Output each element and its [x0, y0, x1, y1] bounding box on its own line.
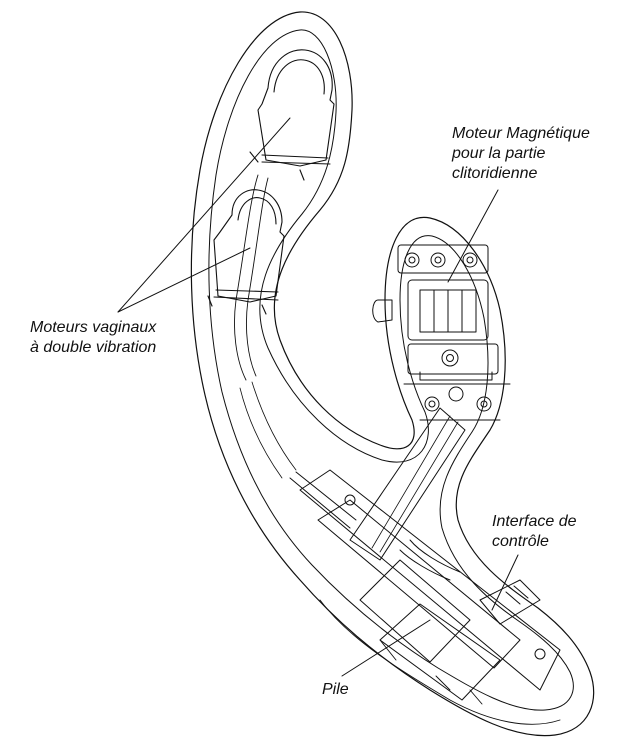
leader-interface — [491, 554, 519, 611]
label-battery: Pile — [322, 680, 349, 700]
battery-compartment — [289, 469, 561, 701]
label-line: Pile — [322, 681, 349, 698]
label-line: à double vibration — [30, 339, 157, 356]
label-control-interface: Interface de contrôle — [492, 512, 577, 552]
outer-body-outline — [190, 11, 595, 737]
wire-channel — [234, 174, 259, 381]
handle-inner-edge — [319, 599, 561, 725]
label-line: pour la partie — [452, 145, 546, 162]
leader-magnetic-motor — [447, 189, 499, 283]
label-line: Moteurs vaginaux — [30, 319, 157, 336]
inner-shell-outline — [208, 29, 574, 711]
label-line: Interface de — [492, 513, 577, 530]
vaginal-motor-top — [249, 49, 335, 181]
leader-vaginal-top — [117, 117, 291, 313]
label-vaginal-motors: Moteurs vaginaux à double vibration — [30, 318, 156, 358]
leader-lines — [117, 117, 519, 677]
vaginal-motor-mid — [207, 189, 285, 315]
magnetic-motor-assembly — [372, 244, 511, 421]
leader-vaginal-mid — [117, 247, 251, 313]
label-magnetic-motor: Moteur Magnétique pour la partie clitori… — [452, 124, 590, 184]
label-line: clitoridienne — [452, 165, 538, 182]
label-line: contrôle — [492, 533, 549, 550]
leader-battery — [341, 619, 431, 677]
neck-tube — [349, 407, 466, 561]
label-line: Moteur Magnétique — [452, 125, 590, 142]
